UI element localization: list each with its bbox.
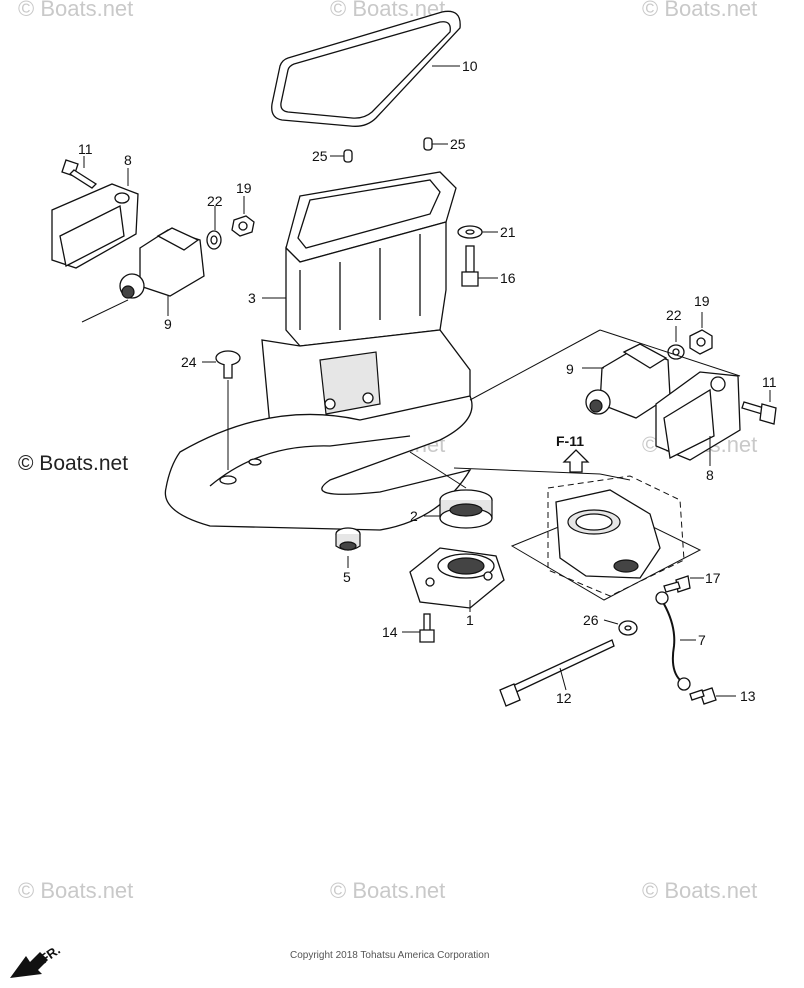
callout-label: 22 xyxy=(207,193,223,209)
reference-arrow-icon xyxy=(562,449,590,473)
rubber-mount-part xyxy=(119,227,205,299)
bolt-part xyxy=(461,245,479,287)
callout-label: 8 xyxy=(124,152,132,168)
oil-seal-part xyxy=(335,527,361,551)
callout-label: 3 xyxy=(248,290,256,306)
drive-shaft-housing-part xyxy=(164,171,473,531)
watermark: © Boats.net xyxy=(330,878,445,903)
callout-label: 25 xyxy=(312,148,328,164)
callout-label: 11 xyxy=(762,374,777,390)
callout-label: 7 xyxy=(698,632,706,648)
steering-bracket-part xyxy=(555,489,661,579)
reference-label: F-11 xyxy=(556,433,584,449)
callout-label: 16 xyxy=(500,270,516,286)
watermark: © Boats.net xyxy=(642,878,757,903)
watermark: © Boats.net xyxy=(642,0,757,21)
callout-label: 2 xyxy=(410,508,418,524)
callout-label: 24 xyxy=(181,354,197,370)
watermark: © Boats.net xyxy=(18,878,133,903)
bearing-housing-part xyxy=(409,547,505,609)
bolt-part xyxy=(419,613,435,643)
callout-label: 13 xyxy=(740,688,756,704)
callout-label: 21 xyxy=(500,224,516,240)
through-bolt-part xyxy=(499,639,615,707)
watermark-strong: © Boats.net xyxy=(18,452,128,475)
front-direction-icon xyxy=(10,952,48,978)
plug-part xyxy=(215,350,241,379)
gasket-ring-part xyxy=(271,10,461,127)
dowel-pin-part xyxy=(343,137,433,163)
bolt-part xyxy=(663,575,691,593)
callout-label: 14 xyxy=(382,624,398,640)
washer-part xyxy=(457,225,483,239)
bolt-part xyxy=(741,401,777,425)
callout-label: 1 xyxy=(466,612,474,628)
bearing-part xyxy=(439,489,493,529)
copyright-text: Copyright 2018 Tohatsu America Corporati… xyxy=(290,950,489,961)
nut-part xyxy=(689,329,713,355)
bolt-part xyxy=(689,687,717,705)
mount-bracket-part xyxy=(51,183,139,269)
callout-label: 9 xyxy=(566,361,574,377)
callout-label: 22 xyxy=(666,307,682,323)
callout-label: 8 xyxy=(706,467,714,483)
washer-part xyxy=(667,344,685,360)
bolt-part xyxy=(61,159,98,189)
callout-label: 11 xyxy=(78,141,93,157)
callout-label: 17 xyxy=(705,570,721,586)
ground-wire-part xyxy=(655,591,691,691)
mount-bracket-part xyxy=(655,371,741,461)
washer-part xyxy=(618,620,638,636)
callout-label: 19 xyxy=(694,293,710,309)
rubber-mount-part xyxy=(585,343,671,419)
watermark: © Boats.net xyxy=(18,0,133,21)
callout-label: 5 xyxy=(343,569,351,585)
nut-part xyxy=(231,215,255,237)
callout-label: 12 xyxy=(556,690,572,706)
washer-part xyxy=(206,230,222,250)
callout-label: 26 xyxy=(583,612,599,628)
watermark: © Boats.net xyxy=(330,0,445,21)
callout-label: 25 xyxy=(450,136,466,152)
callout-label: 9 xyxy=(164,316,172,332)
callout-label: 19 xyxy=(236,180,252,196)
callout-label: 10 xyxy=(462,58,478,74)
